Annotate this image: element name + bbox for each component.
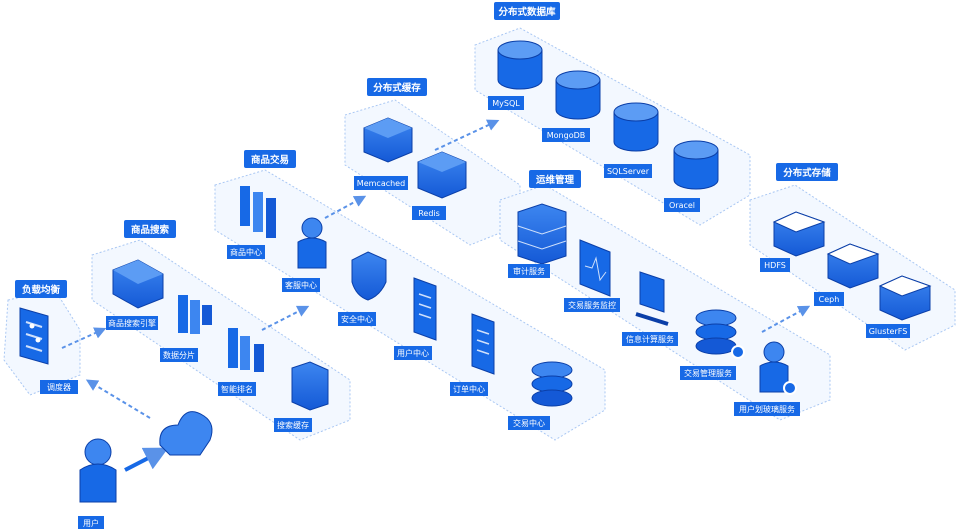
group-title-badge bbox=[15, 280, 67, 298]
svg-text:交易服务监控: 交易服务监控 bbox=[568, 300, 616, 310]
svg-text:审计服务: 审计服务 bbox=[513, 266, 545, 276]
audit-server-icon bbox=[517, 203, 567, 265]
svg-text:商品交易: 商品交易 bbox=[251, 154, 289, 166]
search-cache-icon bbox=[291, 361, 329, 411]
svg-text:用户划玻璃服务: 用户划玻璃服务 bbox=[739, 404, 795, 414]
mysql-cylinder-icon bbox=[497, 40, 543, 90]
customer-service-icon bbox=[297, 217, 327, 269]
ceph-storage-icon bbox=[826, 243, 880, 289]
monitor-icon bbox=[579, 239, 611, 297]
group-search: 商品搜索 商品搜索引擎 数据分片 智能排名 搜索缓存 bbox=[106, 220, 329, 432]
order-center-icon bbox=[471, 313, 495, 375]
svg-text:Oracel: Oracel bbox=[669, 201, 695, 210]
arrow-lb-to-search bbox=[61, 327, 107, 349]
svg-text:订单中心: 订单中心 bbox=[453, 384, 485, 394]
redis-icon bbox=[417, 151, 467, 199]
group-title: 负载均衡 bbox=[22, 284, 61, 296]
svg-text:数据分片: 数据分片 bbox=[163, 350, 195, 360]
group-ops: 运维管理 审计服务 交易服务监控 信息计算服务 交易管理服务 bbox=[508, 170, 800, 416]
group-title: 商品搜索 bbox=[131, 224, 170, 236]
computer-icon bbox=[635, 271, 669, 326]
memcached-icon bbox=[363, 117, 413, 163]
svg-text:Memcached: Memcached bbox=[357, 179, 405, 188]
svg-text:GlusterFS: GlusterFS bbox=[869, 327, 908, 336]
cloud-icon bbox=[159, 411, 213, 456]
scheduler-icon bbox=[19, 307, 49, 365]
svg-text:HDFS: HDFS bbox=[764, 261, 786, 270]
svg-text:商品搜索引擎: 商品搜索引擎 bbox=[108, 318, 156, 328]
svg-text:运维管理: 运维管理 bbox=[536, 174, 575, 186]
svg-text:SQLServer: SQLServer bbox=[607, 167, 650, 176]
svg-text:安全中心: 安全中心 bbox=[341, 314, 373, 324]
svg-text:MySQL: MySQL bbox=[492, 99, 520, 108]
svg-text:分布式存储: 分布式存储 bbox=[783, 167, 831, 179]
user-service-gear-icon bbox=[759, 341, 797, 395]
hdfs-storage-icon bbox=[772, 211, 826, 257]
search-engine-icon bbox=[112, 259, 164, 309]
svg-text:Redis: Redis bbox=[418, 209, 440, 218]
data-shard-icon bbox=[178, 295, 212, 334]
arrow-user-to-cloud bbox=[124, 447, 169, 472]
item-label-scheduler: 调度器 bbox=[47, 382, 71, 392]
svg-text:交易中心: 交易中心 bbox=[513, 418, 545, 428]
group-trade: 商品交易 商品中心 客服中心 安全中心 用户中心 订单中心 bbox=[227, 150, 573, 430]
group-cache: 分布式缓存 Memcached Redis bbox=[354, 78, 467, 220]
svg-text:MongoDB: MongoDB bbox=[547, 131, 586, 140]
svg-text:信息计算服务: 信息计算服务 bbox=[626, 334, 674, 344]
smart-rank-icon bbox=[228, 328, 264, 372]
svg-text:交易管理服务: 交易管理服务 bbox=[684, 368, 732, 378]
user-icon bbox=[79, 438, 117, 503]
group-storage: 分布式存储 HDFS Ceph GlusterFS bbox=[760, 163, 932, 338]
svg-text:客服中心: 客服中心 bbox=[285, 280, 317, 290]
svg-text:搜索缓存: 搜索缓存 bbox=[277, 420, 309, 430]
mongodb-cylinder-icon bbox=[555, 70, 601, 120]
security-shield-icon bbox=[351, 251, 387, 301]
trade-center-coins-icon bbox=[531, 361, 573, 407]
svg-text:分布式缓存: 分布式缓存 bbox=[373, 82, 421, 94]
group-load-balance: 负载均衡 调度器 bbox=[15, 280, 78, 394]
user-center-icon bbox=[413, 277, 437, 341]
arrow-search-to-trade bbox=[261, 305, 310, 331]
connections bbox=[61, 119, 811, 419]
glusterfs-storage-icon bbox=[878, 275, 932, 321]
group-database: 分布式数据库 MySQL MongoDB SQLServer Oracel bbox=[488, 2, 719, 212]
arrow-trade-to-cache bbox=[324, 195, 367, 219]
product-center-icon bbox=[240, 186, 276, 238]
arrow-cloud-to-lb bbox=[85, 379, 151, 419]
svg-text:智能排名: 智能排名 bbox=[221, 384, 253, 394]
svg-text:Ceph: Ceph bbox=[819, 295, 840, 304]
oracel-cylinder-icon bbox=[673, 140, 719, 190]
svg-text:分布式数据库: 分布式数据库 bbox=[498, 6, 556, 18]
trade-management-gear-icon bbox=[695, 309, 745, 359]
user-label: 用户 bbox=[83, 518, 99, 528]
arrow-ops-to-storage bbox=[761, 305, 811, 333]
sqlserver-cylinder-icon bbox=[613, 102, 659, 152]
svg-text:用户中心: 用户中心 bbox=[397, 348, 429, 358]
svg-text:商品中心: 商品中心 bbox=[230, 247, 262, 257]
